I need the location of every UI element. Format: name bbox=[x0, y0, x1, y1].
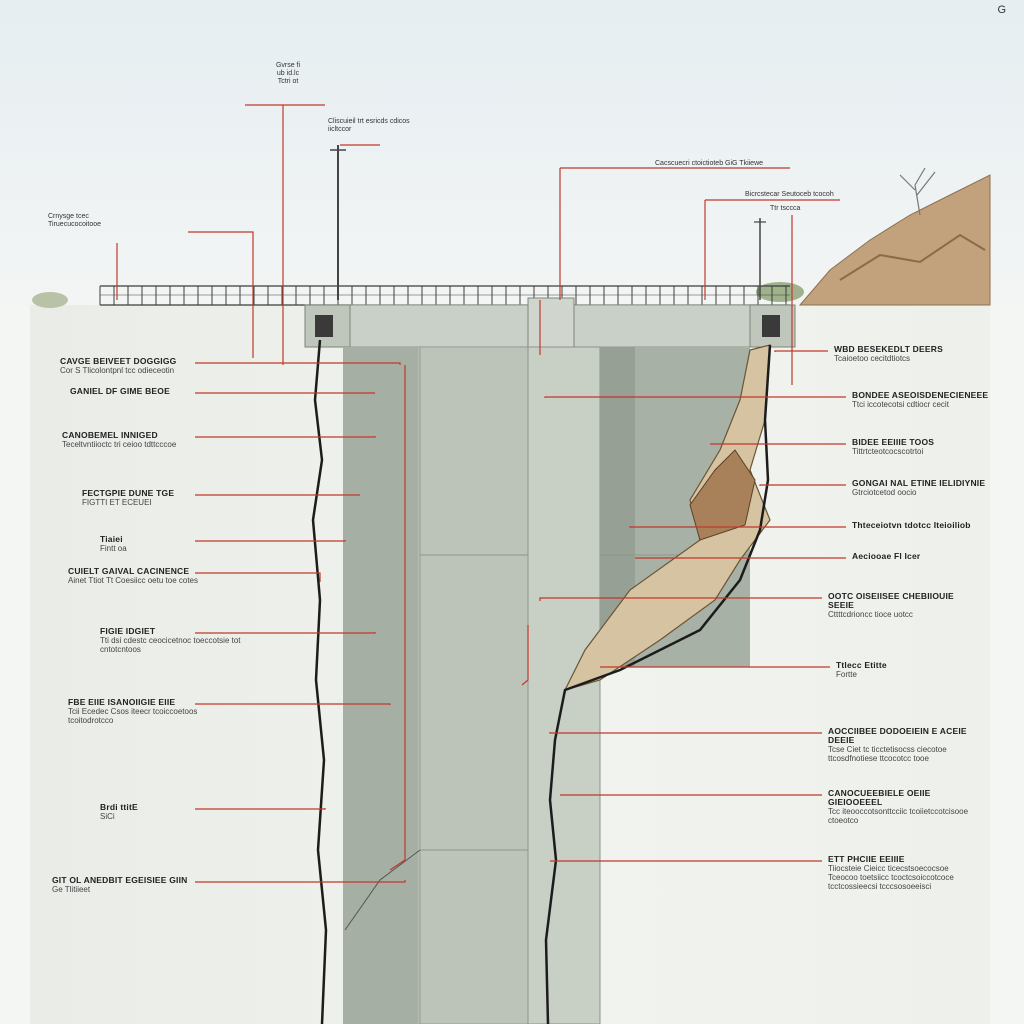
right-label-title: BIDEE EEIIIE TOOS bbox=[852, 437, 935, 447]
right-label-body: Tcse Ciet tc ticctetisocss ciecotoe ttco… bbox=[828, 745, 947, 763]
right-label-title: Thteceiotvn tdotcc Iteioiliob bbox=[852, 520, 971, 530]
rock-hillside bbox=[798, 174, 991, 306]
right-label-title: CANOCUEEBIELE OEIIE GIEIOOEEEL bbox=[828, 788, 931, 807]
right-label-body: Ttci iccotecotsi cdtiocr cecit bbox=[852, 400, 949, 409]
left-label-body: SiCi bbox=[100, 812, 115, 821]
left-label-body: Ainet Ttiot Tt Coesiicc oetu toe cotes bbox=[68, 576, 198, 585]
right-label-6: Aeciooae Fl Icer bbox=[852, 552, 920, 561]
right-label-title: WBD BESEKEDLT DEERS bbox=[834, 344, 943, 354]
right-label-body: Gtrciotcetod oocio bbox=[852, 488, 917, 497]
left-label-title: Tiaiei bbox=[100, 534, 123, 544]
crack-right bbox=[544, 344, 772, 1024]
left-label-title: FIGIE IDGIET bbox=[100, 626, 156, 636]
left-label-title: CAVGE BEIVEET DOGGIGG bbox=[60, 356, 177, 366]
right-label-body: Tcaioetoo cecitdtiotcs bbox=[834, 354, 911, 363]
right-label-title: BONDEE ASEOISDENECIENEEE bbox=[852, 390, 989, 400]
right-label-body: Tcc iteooccotsonttcciic tcoiietccotcisoo… bbox=[828, 807, 969, 825]
left-label-body: FIGTTI ET ECEUEI bbox=[82, 498, 152, 507]
top-note-3: Cacscuecri ctoictioteb GiG Tkiiewe bbox=[655, 160, 764, 167]
leader-lines bbox=[116, 104, 846, 883]
left-label-title: FBE EIIE ISANOIIGIE EIIE bbox=[68, 697, 176, 707]
right-label-body: Fortte bbox=[836, 670, 857, 679]
right-label-title: Aeciooae Fl Icer bbox=[852, 551, 921, 561]
tree bbox=[899, 167, 936, 216]
corner-mark: G bbox=[997, 4, 1006, 16]
left-label-body: Teceltvntiioctc tri ceioo tdttcccoe bbox=[62, 440, 177, 449]
right-label-title: AOCCIIBEE DODOEIEIN E ACEIE DEEIE bbox=[828, 726, 967, 745]
left-label-2: GANIEL DF GIME BEOE bbox=[70, 387, 170, 396]
left-label-body: Tti dsi cdestc ceocicetnoc toeccotsie to… bbox=[100, 636, 241, 654]
left-label-title: Brdi ttitE bbox=[100, 802, 138, 812]
left-label-title: GANIEL DF GIME BEOE bbox=[70, 386, 170, 396]
top-note-4: Bicrcstecar Seutoceb tcocoh bbox=[745, 191, 834, 198]
left-label-body: Tcii Ecedec Csos iteecr tcoiccoetoos tco… bbox=[68, 707, 198, 725]
right-label-body: Tiiocsteie Cieicc ticecstsoecocsoe Tceoc… bbox=[828, 864, 954, 891]
left-label-body: Cor S Tlicolontpnl tcc odieceotin bbox=[60, 366, 175, 375]
right-label-title: OOTC OISEIISEE CHEBIIOUIE SEEIE bbox=[828, 591, 954, 610]
top-note-5: Ttr tsccca bbox=[770, 205, 801, 212]
right-label-body: Cttttcdrioncc tioce uotcc bbox=[828, 610, 913, 619]
left-label-body: Fintt oa bbox=[100, 544, 127, 553]
right-label-title: ETT PHCIIE EEIIIE bbox=[828, 854, 905, 864]
right-label-body: Tittrtcteotcocscotrtoi bbox=[852, 447, 924, 456]
crack-left bbox=[311, 339, 328, 1024]
railing bbox=[100, 285, 790, 306]
left-label-title: FECTGPIE DUNE TGE bbox=[82, 488, 175, 498]
right-label-5: Thteceiotvn tdotcc Iteioiliob bbox=[852, 521, 971, 530]
railing-posts bbox=[99, 286, 787, 305]
left-label-title: CANOBEMEL INNIGED bbox=[62, 430, 158, 440]
right-label-title: Ttlecc Etitte bbox=[836, 660, 887, 670]
left-label-body: Ge Tlitiieet bbox=[52, 885, 91, 894]
right-label-title: GONGAI NAL ETINE IELIDIYNIE bbox=[852, 478, 986, 488]
left-label-title: CUIELT GAIVAL CACINENCE bbox=[68, 566, 190, 576]
left-label-title: GIT OL ANEDBIT EGEISIEE GIIN bbox=[52, 875, 188, 885]
